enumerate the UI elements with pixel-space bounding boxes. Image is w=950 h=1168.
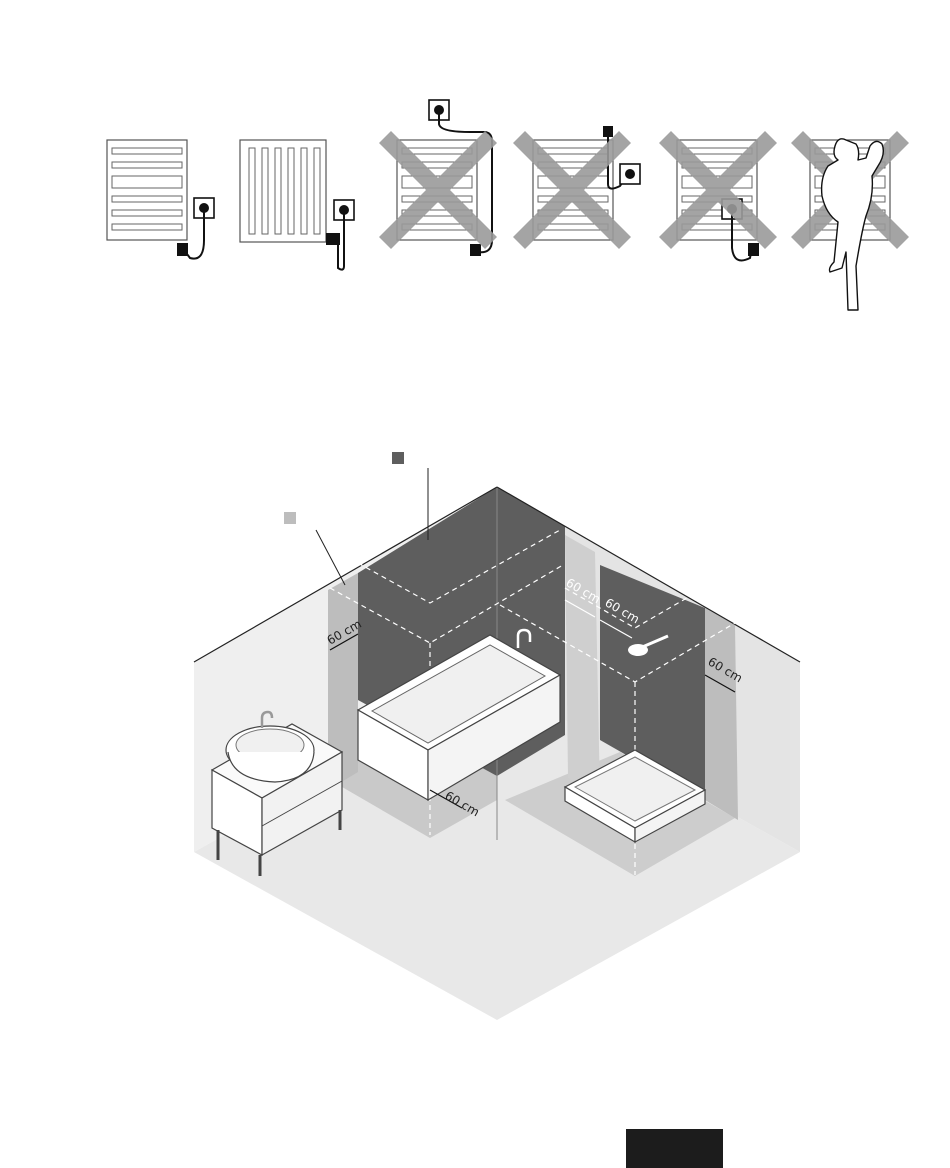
plug-icon xyxy=(326,233,340,245)
heater-example-4 xyxy=(513,126,640,249)
plug-icon xyxy=(603,126,613,137)
zone-dark-marker xyxy=(392,452,404,464)
heater-example-2 xyxy=(240,140,354,270)
heater-example-6 xyxy=(791,131,909,310)
heater-example-1 xyxy=(107,140,214,259)
heater-example-5 xyxy=(659,131,777,260)
plug-icon xyxy=(470,244,481,256)
wall-zone-light-right xyxy=(705,608,738,820)
heater-example-3 xyxy=(379,100,497,256)
bathroom-zones-diagram: 60 cm 60 cm 60 cm 60 cm 60 cm xyxy=(194,452,800,1020)
wall-socket-icon xyxy=(620,164,640,184)
zone-light-marker xyxy=(284,512,296,524)
panel-radiator-icon xyxy=(240,140,326,242)
towel-rail-icon xyxy=(107,140,187,240)
page-number-tab xyxy=(626,1129,723,1168)
wall-zone-light-shower xyxy=(565,535,600,795)
plug-icon xyxy=(748,243,759,256)
plug-icon xyxy=(177,243,188,256)
